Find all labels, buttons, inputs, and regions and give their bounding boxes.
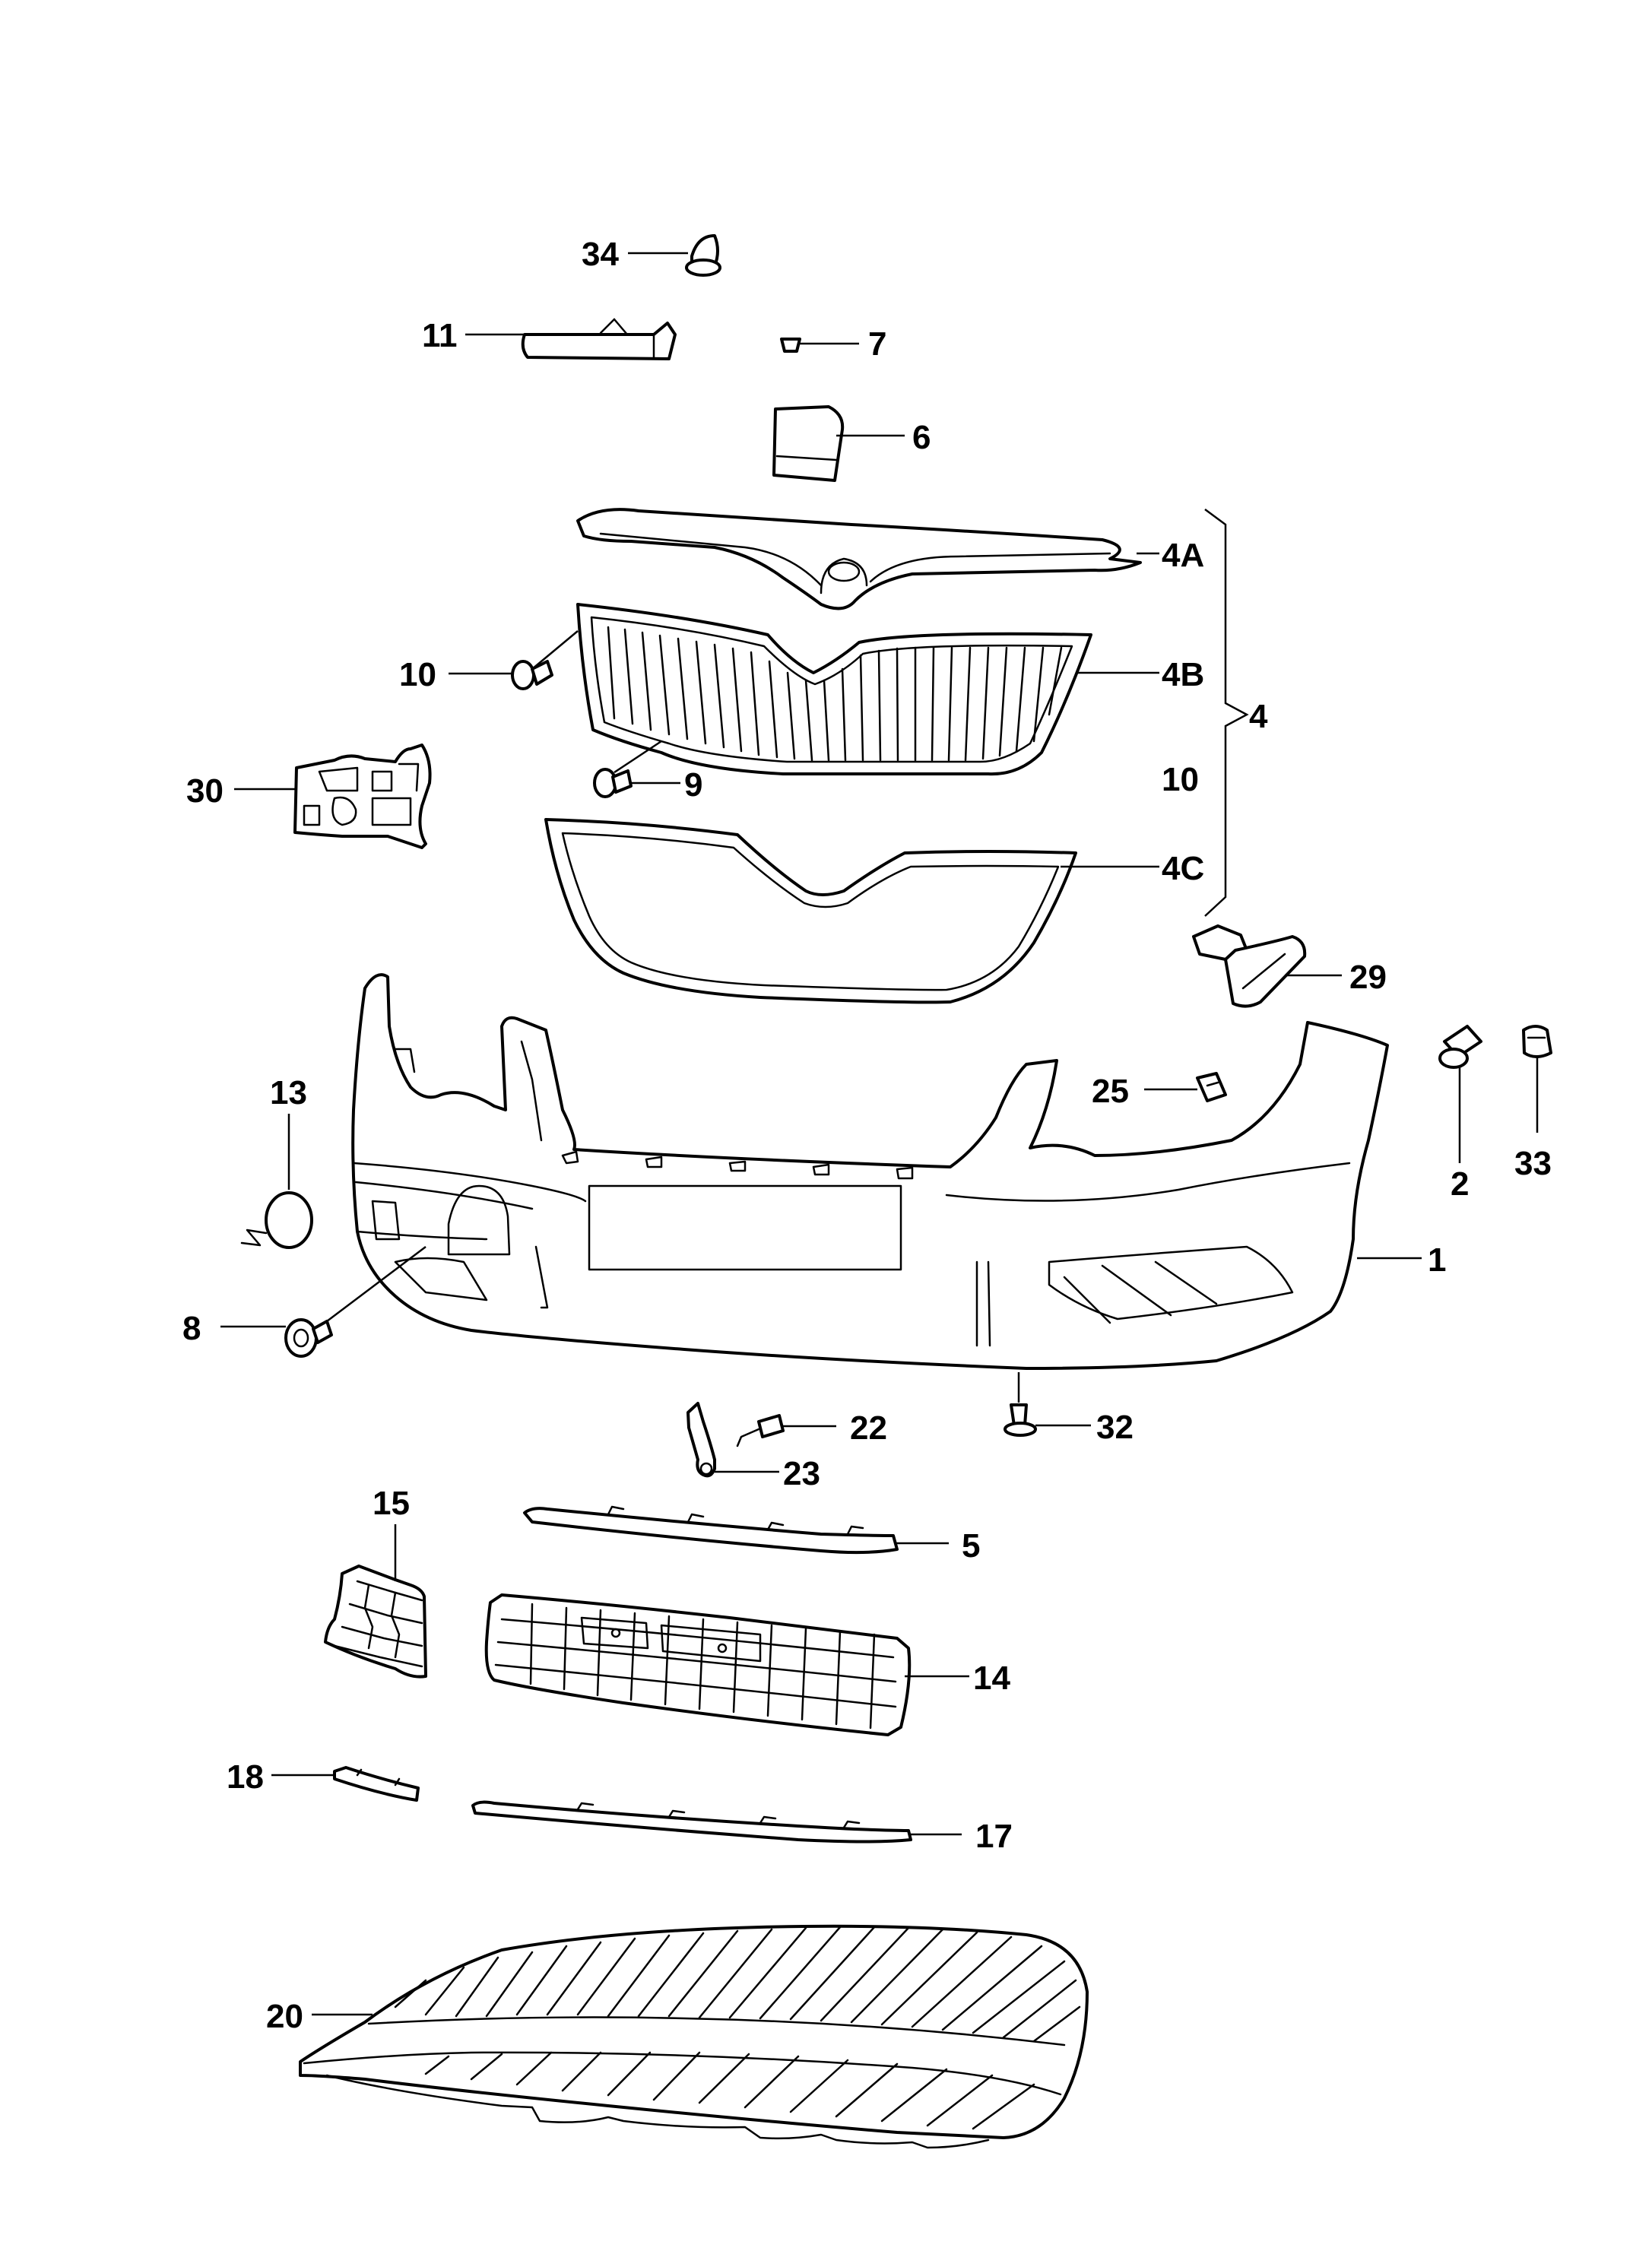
label-23: 23 (783, 1455, 820, 1492)
label-34: 34 (582, 236, 619, 273)
label-33: 33 (1514, 1145, 1552, 1182)
part-20-spoiler (299, 1924, 1089, 2149)
label-32: 32 (1096, 1409, 1134, 1446)
label-2: 2 (1451, 1165, 1469, 1203)
label-15: 15 (373, 1485, 410, 1522)
part-5-trim-strip (523, 1505, 899, 1555)
label-18: 18 (227, 1758, 264, 1796)
part-29-guide-bracket (1192, 924, 1307, 1008)
label-10-left: 10 (399, 656, 436, 693)
part-14-lower-grille (484, 1593, 912, 1736)
label-8: 8 (182, 1310, 201, 1347)
label-29: 29 (1349, 959, 1387, 996)
label-11: 11 (422, 317, 458, 354)
part-4C-grille-frame (544, 818, 1077, 1004)
part-11-trim-strip (521, 318, 677, 360)
part-18-trim-strip (333, 1766, 420, 1802)
leader-10-to-grille (531, 630, 579, 670)
part-4B-radiator-grille (576, 603, 1092, 776)
part-23-bracket (686, 1402, 716, 1478)
part-22-sensor (736, 1414, 785, 1447)
label-4: 4 (1249, 698, 1268, 735)
part-2-screw (1438, 1025, 1482, 1069)
label-22: 22 (850, 1409, 887, 1447)
grille-vertical-slats (607, 626, 1063, 762)
lower-grille-honeycomb (494, 1603, 897, 1729)
label-7: 7 (868, 325, 886, 363)
part-34-rivet (685, 234, 721, 277)
part-33-clip-nut (1522, 1025, 1552, 1058)
part-13-tow-eye-cover (240, 1191, 313, 1249)
label-13: 13 (270, 1074, 307, 1111)
part-10-screw (511, 660, 553, 690)
label-10-assembly: 10 (1162, 761, 1199, 798)
label-9: 9 (684, 766, 702, 804)
label-17: 17 (975, 1818, 1013, 1855)
label-14: 14 (973, 1660, 1010, 1697)
part-25-clip (1196, 1072, 1227, 1102)
part-30-mounting-bracket (293, 743, 432, 849)
spoiler-hatching (394, 1926, 1081, 2130)
part-4A-upper-trim (576, 508, 1142, 610)
label-25: 25 (1092, 1073, 1129, 1110)
label-20: 20 (266, 1998, 303, 2035)
label-4B: 4B (1162, 656, 1204, 693)
part-17-trim-strip (471, 1800, 912, 1844)
label-4C: 4C (1162, 850, 1204, 887)
label-1: 1 (1428, 1241, 1446, 1279)
leader-8-to-bumper (326, 1246, 426, 1322)
label-5: 5 (962, 1527, 980, 1565)
label-6: 6 (912, 419, 931, 456)
part-32-screw (1004, 1403, 1037, 1437)
label-4A: 4A (1162, 537, 1204, 574)
part-7-clip (780, 338, 801, 353)
bracket-4 (1204, 508, 1249, 917)
label-30: 30 (186, 772, 224, 810)
part-15-side-grille (324, 1565, 427, 1679)
part-9-rivet (593, 768, 633, 798)
part-8-screw (284, 1318, 333, 1358)
part-1-bumper-cover (351, 973, 1389, 1370)
leader-9-to-grille (614, 740, 662, 774)
part-6-cover-cap (772, 405, 845, 482)
side-grille-honeycomb (333, 1580, 423, 1668)
